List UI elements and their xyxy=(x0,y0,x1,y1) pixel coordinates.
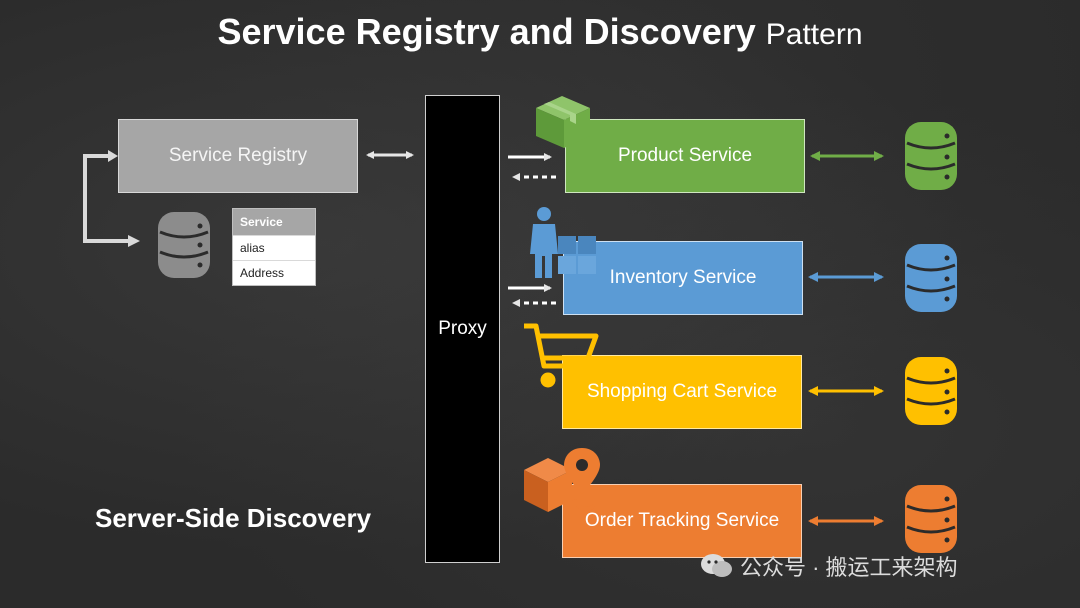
product-database-icon xyxy=(905,122,957,190)
watermark-text: 公众号 · 搬运工来架构 xyxy=(740,555,958,580)
shopping-cart-service-box: Shopping Cart Service xyxy=(562,355,802,429)
cart-database-icon xyxy=(905,357,957,425)
product-service-label: Product Service xyxy=(617,145,753,166)
watermark: 公众号 · 搬运工来架构 xyxy=(700,550,958,582)
service-registry-label: Service Registry xyxy=(168,145,308,166)
diagram-caption: Server-Side Discovery xyxy=(95,503,372,533)
proxy-label: Proxy xyxy=(438,318,487,339)
proxy-inventory-arrows xyxy=(508,284,556,307)
registry-record-table: Service alias Address xyxy=(232,208,316,286)
order-tracking-service-label: Order Tracking Service xyxy=(584,510,780,531)
order-database-icon xyxy=(905,485,957,553)
title-suffix: Pattern xyxy=(765,18,863,51)
service-registry-box: Service Registry xyxy=(118,119,358,193)
order-tracking-service-box: Order Tracking Service xyxy=(562,484,802,558)
diagram-title: Service Registry and Discovery Pattern xyxy=(0,10,1080,57)
proxy-box: Proxy xyxy=(425,95,500,563)
registry-table-header: Service xyxy=(233,209,315,235)
wechat-icon xyxy=(701,554,732,577)
product-service-box: Product Service xyxy=(565,119,805,193)
registry-table-row-address: Address xyxy=(233,260,315,285)
inventory-service-box: Inventory Service xyxy=(563,241,803,315)
registry-database-icon xyxy=(158,212,210,278)
title-main: Service Registry and Discovery xyxy=(217,11,756,52)
registry-table-row-alias: alias xyxy=(233,235,315,260)
proxy-product-arrows xyxy=(508,153,556,181)
inventory-service-label: Inventory Service xyxy=(609,267,757,288)
shopping-cart-service-label: Shopping Cart Service xyxy=(586,381,778,402)
registry-loop-connector xyxy=(83,150,140,247)
inventory-database-icon xyxy=(905,244,957,312)
